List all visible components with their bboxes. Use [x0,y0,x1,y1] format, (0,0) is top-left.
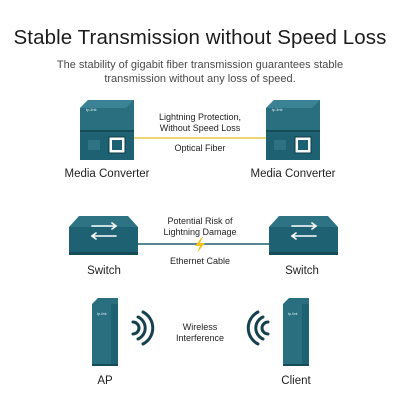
switch-right-label: Switch [285,265,319,277]
brand-logo: tp-link [272,107,283,112]
ethernet-note: Potential Risk of Lightning Damage [140,216,260,238]
brand-logo: tp-link [288,312,298,316]
wireless-note-line1: Wireless [182,322,218,332]
switch-right [269,216,338,255]
switch-arrows-icon [90,222,118,240]
switch-left [69,216,138,255]
ethernet-note-line2: Lightning Damage [163,227,237,237]
ethernet-note-line1: Potential Risk of [167,216,233,226]
brand-logo: tp-link [97,312,107,316]
media-converter-right: tp-link [266,100,320,160]
switch-left-label: Switch [87,265,121,277]
media-converter-right-label: Media Converter [250,168,336,180]
client-device: tp-link [283,298,309,366]
media-converter-left-label: Media Converter [64,168,150,180]
wireless-signal-icon [131,310,155,346]
ethernet-cable-label: Ethernet Cable [169,256,231,266]
switch-arrows-icon [290,222,318,240]
media-converter-left: tp-link [80,100,134,160]
fiber-note-line1: Lightning Protection, [158,112,242,122]
lightning-bolt-icon [195,237,205,253]
brand-logo: tp-link [86,107,97,112]
ap-label: AP [97,375,113,387]
wireless-note: Wireless Interference [145,322,255,344]
fiber-note-line2: Without Speed Loss [159,123,241,133]
optical-fiber-label: Optical Fiber [174,143,226,153]
page-title: Stable Transmission without Speed Loss [13,26,387,49]
fiber-note: Lightning Protection, Without Speed Loss [140,112,260,134]
access-point-device: tp-link [92,298,118,366]
wireless-note-line2: Interference [175,333,225,343]
page-subtitle: The stability of gigabit fiber transmiss… [56,59,344,85]
wireless-signal-icon [246,310,270,346]
client-label: Client [281,375,311,387]
